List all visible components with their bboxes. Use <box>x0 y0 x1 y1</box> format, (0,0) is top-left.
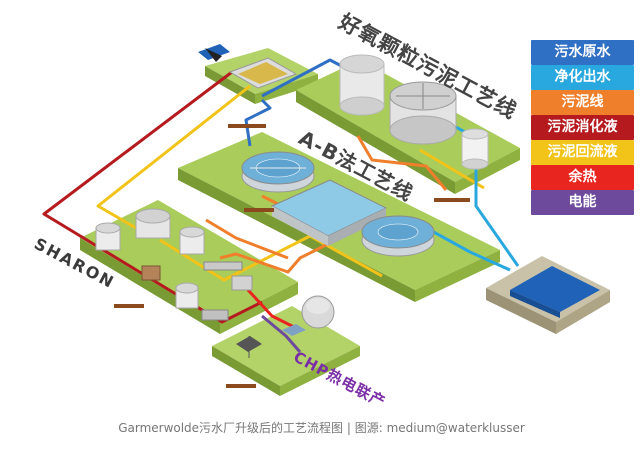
legend-sludge-line: 污泥线 <box>531 90 634 115</box>
legend-digestion-liquid: 污泥消化液 <box>531 115 634 140</box>
inlet-works <box>198 44 298 89</box>
legend-raw-wastewater: 污水原水 <box>531 40 634 65</box>
legend-electricity: 电能 <box>531 190 634 215</box>
digestion-liquid-line <box>42 70 263 324</box>
granular-sludge-tanks <box>339 54 489 170</box>
figure-caption: Garmerwolde污水厂升级后的工艺流程图 | 图源: medium@wat… <box>118 421 525 435</box>
tiny-labels <box>114 124 470 388</box>
flow-lines <box>42 58 520 353</box>
electricity-line <box>261 314 302 353</box>
residual-heat-line <box>246 288 301 332</box>
sharon-equipment <box>95 208 253 321</box>
legend-residual-heat: 余热 <box>531 165 634 190</box>
ab-process-tanks <box>241 151 435 257</box>
return-liquid-line <box>96 84 251 238</box>
sharon-platform <box>80 200 298 334</box>
legend-clean-effluent: 净化出水 <box>531 65 634 90</box>
chp-equipment <box>236 295 335 358</box>
outlet-platform <box>486 256 610 334</box>
legend-return-liquid: 污泥回流液 <box>531 140 634 165</box>
